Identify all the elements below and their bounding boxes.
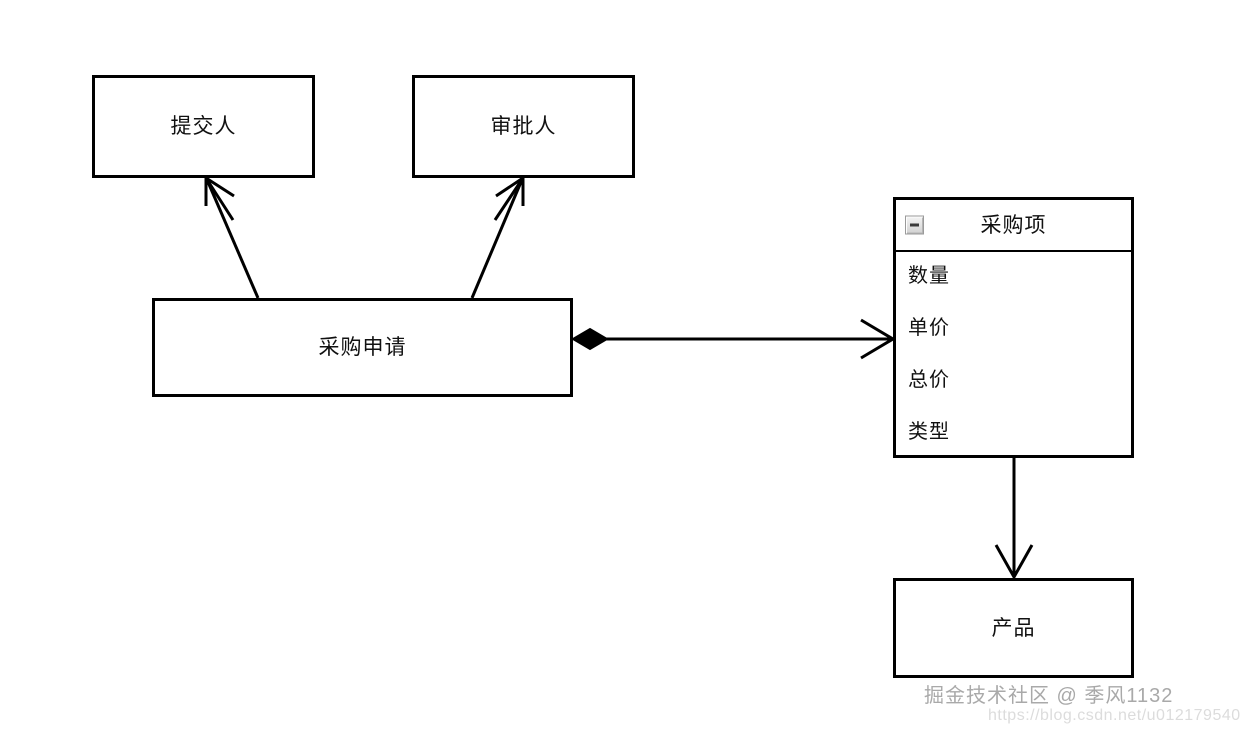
purchase-item-header: 采购项	[896, 200, 1131, 252]
node-requisition-label: 采购申请	[318, 336, 407, 359]
minus-icon[interactable]	[905, 215, 924, 235]
attribute-name: 总价	[908, 369, 950, 391]
watermark-text: 掘金技术社区 @ 季风1132	[924, 685, 1174, 707]
node-submitter-label: 提交人	[170, 115, 237, 138]
purchase-item-title: 采购项	[980, 213, 1047, 237]
edge-composition-purchase-item	[571, 318, 896, 360]
attribute-name: 单价	[908, 317, 950, 339]
attribute-row: 类型	[896, 422, 1131, 474]
edge-generalization-approver	[470, 176, 525, 299]
watermark-url: https://blog.csdn.net/u012179540	[988, 707, 1241, 724]
node-requisition[interactable]: 采购申请	[152, 298, 573, 397]
node-submitter[interactable]: 提交人	[92, 75, 315, 178]
minus-icon-bar	[910, 223, 919, 227]
attribute-row: 单价	[896, 318, 1131, 370]
node-approver[interactable]: 审批人	[412, 75, 635, 178]
node-approver-label: 审批人	[490, 115, 557, 138]
purchase-item-attributes: 数量 单价 总价 类型	[896, 252, 1131, 474]
node-product[interactable]: 产品	[893, 578, 1134, 678]
attribute-name: 数量	[908, 265, 950, 287]
edge-generalization-submitter	[204, 176, 260, 299]
node-purchase-item[interactable]: 采购项 数量 单价 总价 类型	[893, 197, 1134, 458]
attribute-name: 类型	[908, 421, 950, 443]
node-product-label: 产品	[991, 616, 1036, 640]
attribute-row: 数量	[896, 266, 1131, 318]
edge-association-product	[994, 458, 1034, 581]
attribute-row: 总价	[896, 370, 1131, 422]
